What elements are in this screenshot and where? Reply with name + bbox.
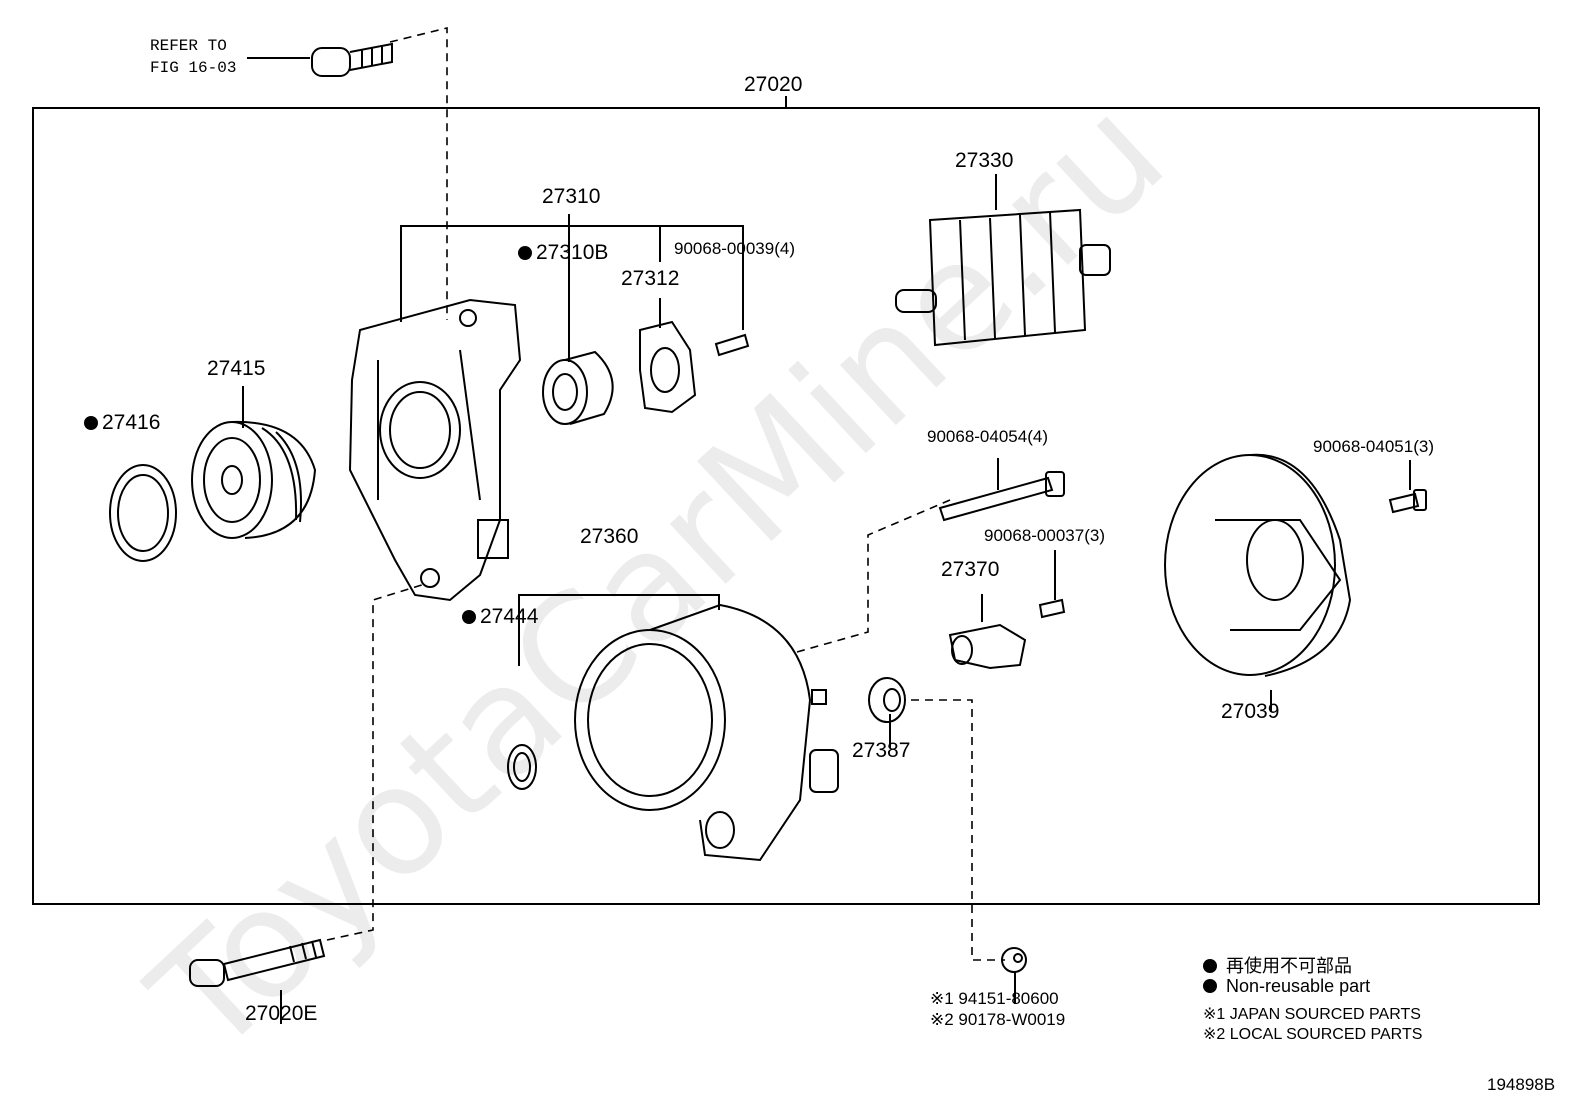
non-reusable-dot [518, 246, 532, 260]
refer-bolt [311, 42, 393, 77]
label-90068-04051: 90068-04051(3) [1313, 437, 1434, 456]
label-27330: 27330 [955, 149, 1014, 172]
legend-local: ※2 LOCAL SOURCED PARTS [1203, 1026, 1423, 1043]
pulley [191, 420, 317, 539]
rear-cover [1164, 453, 1352, 677]
label-27312: 27312 [621, 267, 680, 290]
legend-dot [1203, 959, 1217, 973]
label-27310B: 27310B [518, 242, 608, 263]
legend-nonreusable: Non-reusable part [1203, 976, 1370, 997]
legend-jp: 再使用不可部品 [1203, 952, 1352, 978]
label-27370: 27370 [941, 558, 1000, 581]
label-27310: 27310 [542, 185, 601, 208]
label-27039: 27039 [1221, 700, 1280, 723]
non-reusable-dot [462, 610, 476, 624]
label-27444: 27444 [462, 606, 538, 627]
label-90068-00037: 90068-00037(3) [984, 526, 1105, 545]
label-27415: 27415 [207, 357, 266, 380]
assembly-frame [32, 107, 1540, 905]
refer-line2: FIG 16-03 [150, 59, 237, 77]
legend-japan: ※1 JAPAN SOURCED PARTS [1203, 1006, 1421, 1023]
rear-frame [574, 603, 839, 862]
label-90068-04054: 90068-04054(4) [927, 427, 1048, 446]
diagram-id: 194898B [1487, 1075, 1556, 1094]
drive-end-frame [348, 298, 522, 602]
label-27416: 27416 [84, 412, 160, 433]
non-reusable-dot [84, 416, 98, 430]
refer-line1: REFER TO [150, 37, 227, 55]
label-27020: 27020 [744, 73, 803, 96]
label-27387: 27387 [852, 739, 911, 762]
label-27360: 27360 [580, 525, 639, 548]
label-90178: ※2 90178-W0019 [930, 1010, 1066, 1029]
label-27020E: 27020E [245, 1002, 318, 1025]
legend-dot [1203, 979, 1217, 993]
bolt-27020E [189, 938, 326, 987]
label-90068-00039: 90068-00039(4) [674, 239, 795, 258]
label-94151: ※1 94151-80600 [930, 989, 1059, 1008]
rotor [895, 208, 1111, 347]
